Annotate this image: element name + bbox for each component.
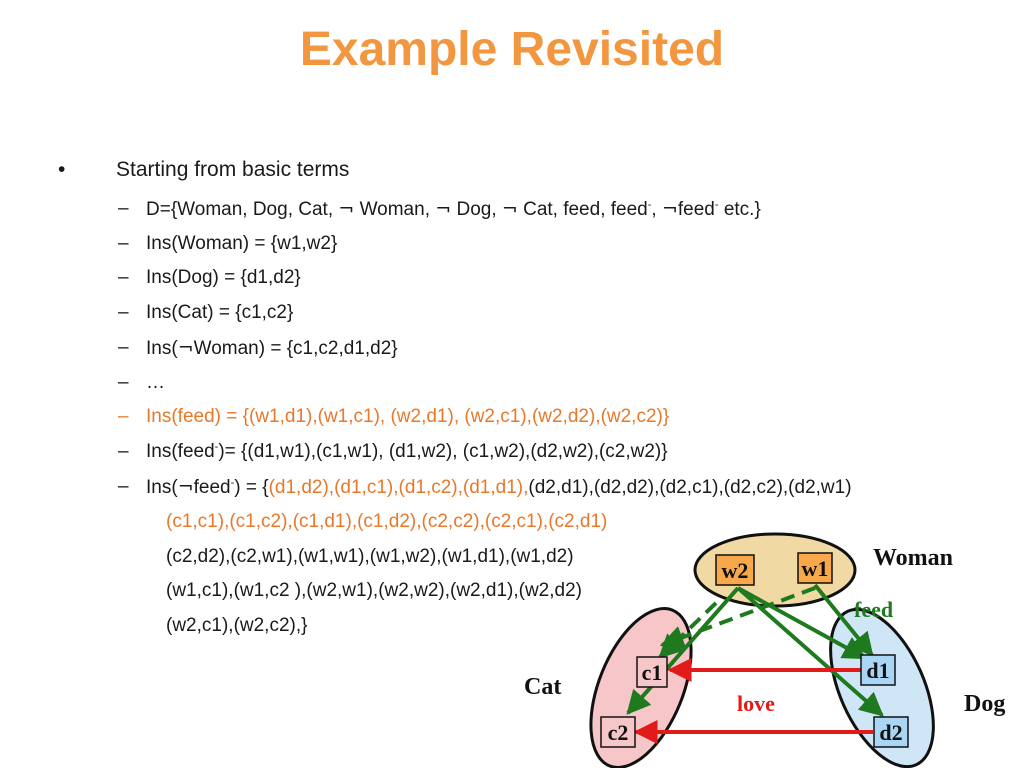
text: ) = {: [234, 477, 269, 498]
dash: –: [118, 267, 129, 288]
node-c2: c2: [600, 716, 636, 748]
dash: –: [118, 302, 129, 323]
dash: –: [118, 198, 129, 219]
text: Ins(Dog) = {d1,d2}: [146, 267, 301, 288]
neg-symbol: ¬: [177, 337, 194, 359]
bullet-dot: •: [58, 158, 66, 181]
superscript-minus: -: [230, 477, 235, 489]
dash: –: [118, 441, 129, 462]
dash: –: [118, 233, 129, 254]
dog-set-label: Dog: [964, 691, 1005, 717]
neg-symbol: ¬: [177, 476, 194, 498]
node-w1: w1: [797, 552, 833, 584]
dash: –: [118, 372, 129, 393]
node-c2-label: c2: [608, 720, 629, 745]
continuation-line-3: (w1,c1),(w1,c2 ),(w2,w1),(w2,w2),(w2,d1)…: [166, 580, 582, 601]
node-d2-label: d2: [879, 720, 902, 745]
main-bullet-text: Starting from basic terms: [116, 158, 350, 181]
neg-symbol: ¬: [661, 198, 678, 220]
neg-symbol: ¬: [435, 198, 452, 220]
node-d1: d1: [860, 654, 896, 686]
neg-symbol: ¬: [501, 198, 518, 220]
text: D={Woman, Dog, Cat,: [146, 199, 339, 220]
text: Ins(: [146, 477, 178, 498]
dash: –: [118, 337, 129, 358]
text: )= {(d1,w1),(c1,w1), (d1,w2), (c1,w2),(d…: [218, 441, 668, 462]
node-w1-label: w1: [802, 556, 829, 581]
text: Ins(Woman) = {w1,w2}: [146, 233, 338, 254]
text: ,: [651, 199, 662, 220]
text: Ins(: [146, 338, 178, 359]
feed-arrow-w2-c1: [658, 601, 718, 659]
neg-symbol: ¬: [338, 198, 355, 220]
superscript-minus: -: [714, 199, 719, 211]
superscript-minus: -: [214, 441, 219, 453]
text: feed: [677, 199, 715, 220]
love-relation-label: love: [737, 691, 775, 716]
feed-relation-label: feed: [854, 597, 893, 622]
text: Woman,: [354, 199, 436, 220]
node-w2-label: w2: [722, 558, 749, 583]
woman-set-label: Woman: [873, 545, 953, 571]
continuation-line-2: (c2,d2),(c2,w1),(w1,w1),(w1,w2),(w1,d1),…: [166, 546, 574, 567]
feed-arrow-w1-c1: [659, 586, 816, 649]
cat-set-label: Cat: [524, 674, 561, 700]
text: Cat, feed, feed: [517, 199, 648, 220]
page-title: Example Revisited: [299, 23, 725, 76]
node-d1-label: d1: [866, 658, 889, 683]
text-highlight: (d1,d2),(d1,c1),(d1,c2),(d1,d1),: [268, 477, 529, 498]
text: Dog,: [451, 199, 502, 220]
text: Ins(Cat) = {c1,c2}: [146, 302, 294, 323]
dash: –: [118, 476, 129, 497]
text: feed: [193, 477, 231, 498]
text: …: [146, 372, 165, 393]
continuation-line-4: (w2,c1),(w2,c2),}: [166, 615, 308, 636]
node-d2: d2: [873, 716, 909, 748]
dash: –: [118, 406, 129, 427]
text: Ins(feed: [146, 441, 215, 462]
node-c1: c1: [636, 656, 668, 688]
continuation-line-1: (c1,c1),(c1,c2),(c1,d1),(c1,d2),(c2,c2),…: [166, 511, 608, 532]
superscript-minus: -: [647, 199, 652, 211]
text: Woman) = {c1,c2,d1,d2}: [193, 338, 398, 359]
text: Ins(feed) = {(w1,d1),(w1,c1), (w2,d1), (…: [146, 406, 670, 427]
text: (d2,d1),(d2,d2),(d2,c1),(d2,c2),(d2,w1): [528, 477, 852, 498]
node-c1-label: c1: [642, 660, 663, 685]
text: etc.}: [718, 199, 761, 220]
node-w2: w2: [715, 554, 755, 586]
feed-arrow-w2-d1: [737, 586, 868, 660]
